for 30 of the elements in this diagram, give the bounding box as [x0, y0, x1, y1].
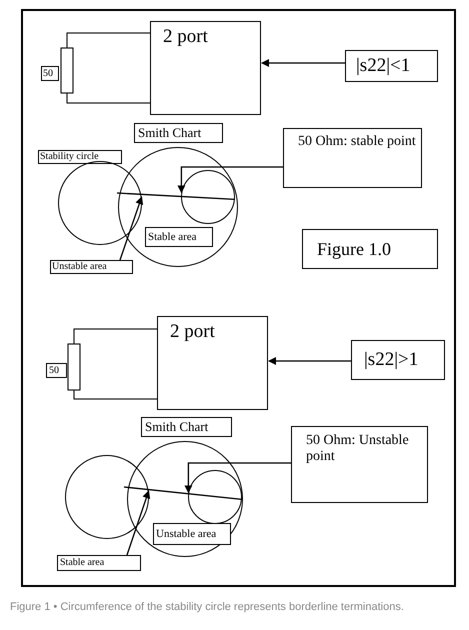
label-box: Smith Chart [141, 417, 232, 437]
line [124, 486, 242, 500]
block-box: 2 port [150, 21, 261, 115]
smith-chart-circle [127, 441, 243, 557]
arrow [119, 196, 144, 260]
arrow [177, 166, 283, 194]
label-box: Stable area [145, 227, 213, 247]
label-box: 50 Ohm: Unstable point [291, 426, 428, 503]
label-box: |s22|>1 [351, 340, 445, 380]
label-box: Stability circle [38, 150, 122, 164]
block-box: 2 port [157, 316, 268, 410]
stability-circle [65, 455, 149, 539]
label-box: Unstable area [153, 523, 231, 545]
label-box: 50 Ohm: stable point [283, 128, 422, 188]
label-box: |s22|<1 [345, 50, 438, 82]
label-box: Smith Chart [134, 123, 223, 143]
stability-circle [58, 161, 142, 245]
arrow [268, 357, 351, 365]
arrow [261, 59, 345, 67]
label-box: 50 [46, 363, 67, 378]
label-box: Figure 1.0 [302, 229, 438, 269]
label-box: Stable area [57, 555, 141, 571]
figure-caption: Figure 1 • Circumference of the stability circle represents borderline terminations. [10, 601, 404, 613]
arrow [126, 490, 150, 556]
line [116, 192, 235, 200]
smith-chart-circle [118, 147, 238, 267]
label-box: 50 [41, 66, 59, 81]
circle [181, 170, 235, 224]
arrow [184, 462, 291, 494]
label-box: Unstable area [50, 260, 133, 274]
